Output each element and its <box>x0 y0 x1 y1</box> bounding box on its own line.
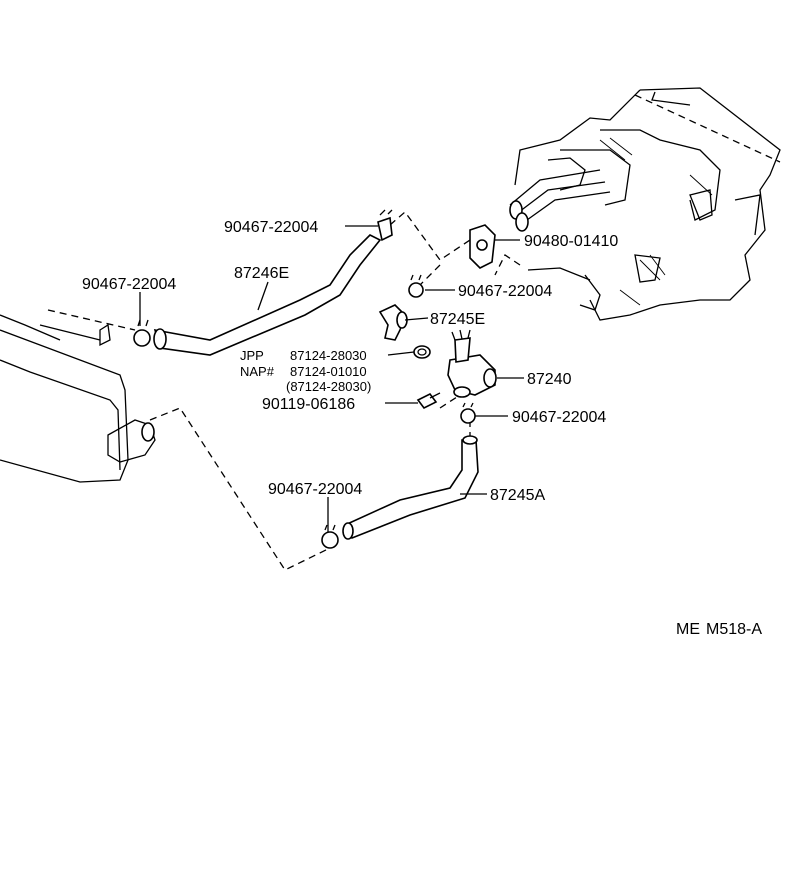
water-valve <box>447 329 497 398</box>
label-jpp-prefix: JPP <box>240 348 264 363</box>
label-nap-number: 87124-01010 <box>290 364 367 379</box>
label-nap-alt: (87124-28030) <box>286 379 371 394</box>
label-nap-prefix: NAP# <box>240 364 275 379</box>
upper-hose <box>153 234 382 356</box>
clamp-lower-shape <box>321 524 339 549</box>
o-ring-shape <box>413 345 431 359</box>
bracket-shape <box>469 224 496 269</box>
label-clamp-upper: 90467-22004 <box>224 219 318 236</box>
clamp-upper-shape <box>377 209 393 242</box>
label-valve: 87240 <box>527 371 572 388</box>
clamp-valve-shape <box>460 402 476 424</box>
label-bolt: 90119-06186 <box>262 396 355 413</box>
label-hose-lower: 87245A <box>490 487 545 504</box>
bolt-shape <box>416 392 441 410</box>
label-bracket: 90480-01410 <box>524 233 618 250</box>
label-clamp-valve: 90467-22004 <box>512 409 606 426</box>
radiator-tank <box>0 314 156 483</box>
clamp-bracket-shape <box>408 274 424 298</box>
label-clamp-left: 90467-22004 <box>82 276 176 293</box>
engine-block <box>509 87 781 321</box>
lower-hose <box>342 435 479 540</box>
label-hose-upper: 87246E <box>234 265 289 282</box>
clamp-left-shape <box>133 319 151 347</box>
small-hose <box>378 304 408 341</box>
footer-code-left: ME <box>676 621 700 638</box>
leader-lines <box>139 225 524 532</box>
label-clamp-lower: 90467-22004 <box>268 481 362 498</box>
label-clamp-bracket: 90467-22004 <box>458 283 552 300</box>
footer-code-right: M518-A <box>706 621 762 638</box>
label-jpp-number: 87124-28030 <box>290 348 367 363</box>
label-hose-small: 87245E <box>430 311 485 328</box>
